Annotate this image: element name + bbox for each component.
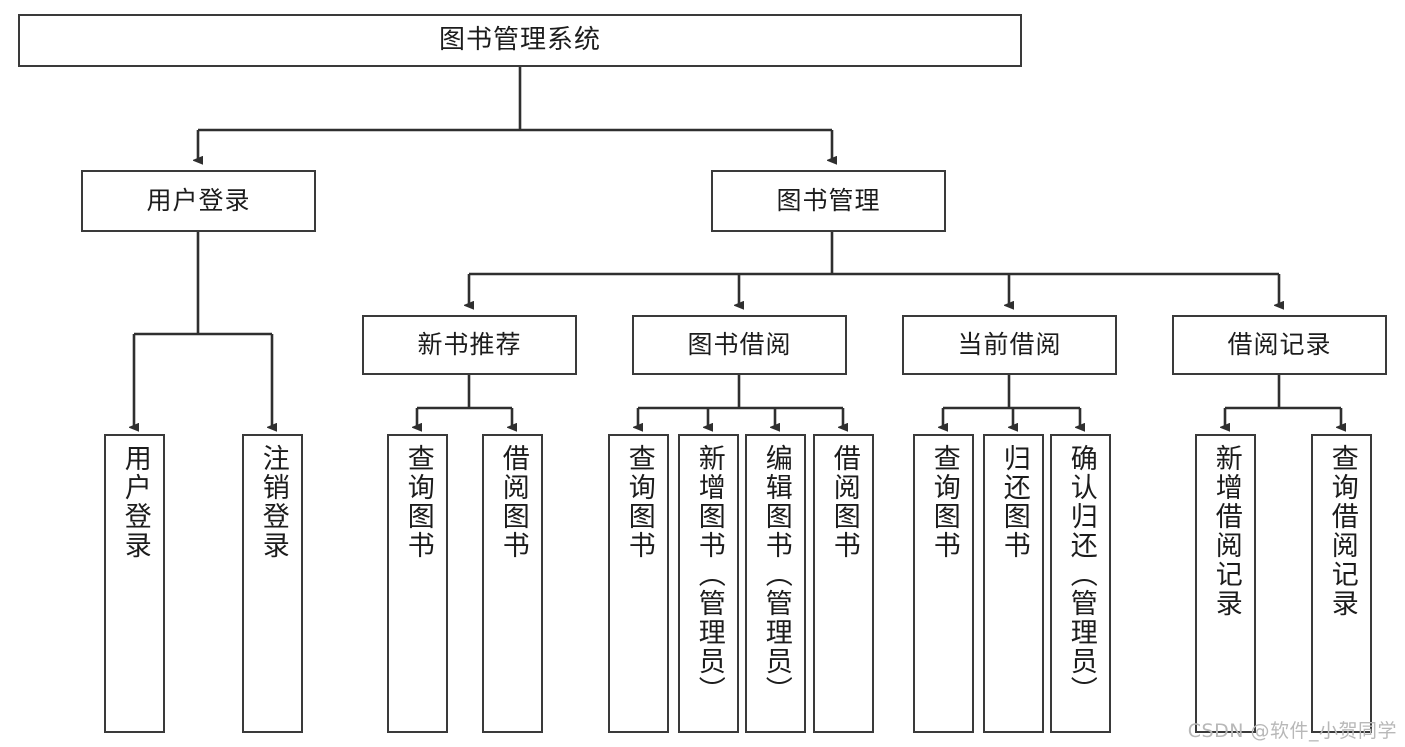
node-label: 查询图书 [623,444,655,560]
leaf-current-query-book[interactable]: 查询图书 [913,434,974,733]
node-label: 新增图书（管理员） [693,444,725,705]
node-label: 查询图书 [402,444,434,560]
node-label: 当前借阅 [957,330,1062,360]
node-current-borrow[interactable]: 当前借阅 [902,315,1117,375]
node-book-management[interactable]: 图书管理 [711,170,946,232]
node-borrow-record[interactable]: 借阅记录 [1172,315,1387,375]
node-label: 借阅图书 [497,444,529,560]
node-label: 图书借阅 [687,330,792,360]
node-label: 编辑图书（管理员） [760,444,792,705]
node-label: 图书管理系统 [438,25,601,56]
node-label: 借阅图书 [828,444,860,560]
node-label: 用户登录 [119,444,151,560]
leaf-borrow-add-book[interactable]: 新增图书（管理员） [678,434,739,733]
leaf-record-add-record[interactable]: 新增借阅记录 [1195,434,1256,733]
leaf-new-book-query[interactable]: 查询图书 [387,434,448,733]
node-label: 新书推荐 [417,330,522,360]
node-label: 用户登录 [146,186,251,216]
watermark-text: CSDN @软件_小贺同学 [1187,720,1397,742]
leaf-user-login-login[interactable]: 用户登录 [104,434,165,733]
node-label: 注销登录 [257,444,289,560]
node-label: 借阅记录 [1227,330,1332,360]
node-new-book-recommend[interactable]: 新书推荐 [362,315,577,375]
node-label: 归还图书 [998,444,1030,560]
node-user-login[interactable]: 用户登录 [81,170,316,232]
leaf-current-return-book[interactable]: 归还图书 [983,434,1044,733]
node-label: 图书管理 [776,186,881,216]
leaf-record-query-record[interactable]: 查询借阅记录 [1311,434,1372,733]
leaf-borrow-query-book[interactable]: 查询图书 [608,434,669,733]
leaf-current-confirm-return[interactable]: 确认归还（管理员） [1050,434,1111,733]
node-label: 确认归还（管理员） [1065,444,1097,705]
leaf-user-login-logout[interactable]: 注销登录 [242,434,303,733]
node-label: 查询借阅记录 [1326,444,1358,618]
leaf-borrow-edit-book[interactable]: 编辑图书（管理员） [745,434,806,733]
leaf-borrow-borrow-book[interactable]: 借阅图书 [813,434,874,733]
node-label: 新增借阅记录 [1210,444,1242,618]
node-label: 查询图书 [928,444,960,560]
node-book-borrow[interactable]: 图书借阅 [632,315,847,375]
node-root-book-management-system[interactable]: 图书管理系统 [18,14,1022,67]
leaf-new-book-borrow[interactable]: 借阅图书 [482,434,543,733]
